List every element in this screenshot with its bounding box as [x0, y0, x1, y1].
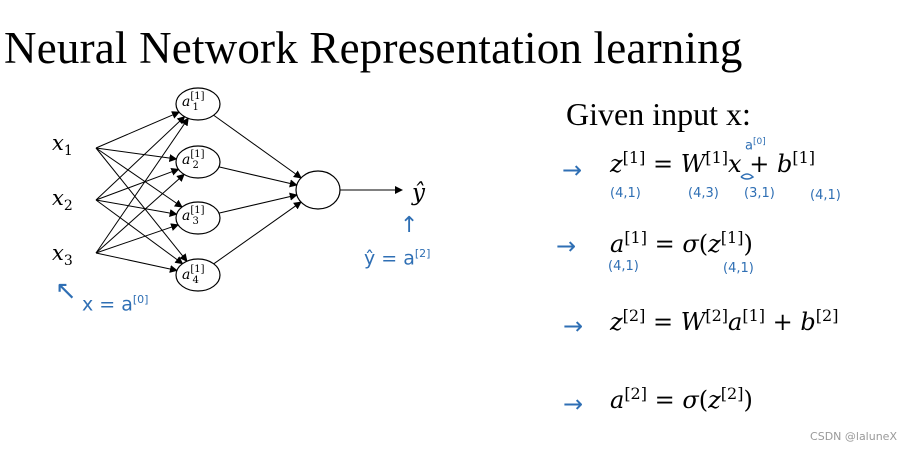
hidden-node-label-3: a[1]3 — [182, 205, 205, 227]
output-label: ŷ — [412, 180, 425, 206]
page-title: Neural Network Representation learning — [4, 23, 743, 73]
hidden-node-label-1: a[1]1 — [182, 91, 205, 113]
eq4-arrow: → — [563, 390, 584, 418]
hand-x-eq-a0: x = a[0] — [82, 293, 149, 316]
dim-z1: (4,1) — [610, 186, 641, 201]
edge-a1-out — [213, 114, 302, 179]
hand-scribble-over-x — [740, 173, 755, 180]
hand-a0-above-x: a[0] — [745, 137, 766, 154]
equation-4: a[2] = σ(z[2]) — [610, 384, 753, 414]
hidden-node-label-4: a[1]4 — [182, 264, 205, 286]
hidden-node-4 — [175, 258, 221, 292]
eq2-arrow: → — [556, 232, 577, 260]
equation-1: z[1] = W[1]x + b[1] — [610, 148, 816, 178]
dim-z1-sigma: (4,1) — [723, 261, 754, 276]
dim-x: (3,1) — [744, 186, 775, 201]
network-edges — [95, 111, 403, 273]
edge-a4-out — [213, 201, 302, 265]
output-node — [295, 170, 341, 210]
edge-a2-out — [218, 166, 298, 188]
edge-x3-a1 — [95, 117, 189, 254]
hidden-node-label-2: a[1]2 — [182, 149, 205, 171]
network-nodes — [175, 87, 755, 292]
eq1-arrow: → — [562, 156, 583, 184]
hand-yhat-eq-a2: ŷ = a[2] — [364, 247, 431, 270]
equation-3: z[2] = W[2]a[1] + b[2] — [610, 306, 839, 336]
edge-x2-a3 — [95, 199, 178, 217]
dim-b1: (4,1) — [810, 188, 841, 203]
eq3-arrow: → — [563, 312, 584, 340]
dim-a1: (4,1) — [608, 259, 639, 274]
edge-x2-a2 — [95, 167, 180, 201]
edge-a3-out — [218, 192, 298, 214]
dim-W1: (4,3) — [688, 186, 719, 201]
edge-x2-a4 — [95, 199, 184, 265]
hand-arrow-x: ↖ — [55, 276, 77, 306]
input-x3: x3 — [52, 241, 73, 270]
hidden-node-3 — [175, 201, 221, 235]
edge-x3-a3 — [95, 223, 180, 254]
edge-x1-a3 — [95, 147, 183, 208]
equation-2: a[1] = σ(z[1]) — [610, 228, 753, 258]
hidden-node-1 — [175, 87, 221, 121]
edge-x1-a2 — [95, 147, 178, 163]
edge-x3-a2 — [95, 173, 185, 254]
watermark: CSDN @laluneX — [810, 430, 897, 443]
hidden-node-2 — [175, 145, 221, 179]
edge-x1-a1 — [95, 111, 180, 149]
hand-arrow-yhat: ↑ — [400, 213, 419, 238]
edge-x1-a4 — [95, 147, 188, 262]
input-x1: x1 — [52, 131, 73, 160]
edge-x3-a4 — [95, 252, 178, 273]
edge-x2-a1 — [95, 115, 186, 201]
input-x2: x2 — [52, 186, 73, 215]
given-input-text: Given input x: — [566, 96, 751, 132]
